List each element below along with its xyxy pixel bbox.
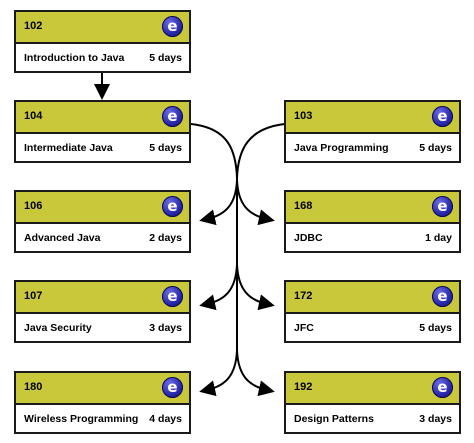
course-code: 103 [294,110,313,122]
course-card-103[interactable]: 103 e Java Programming 5 days [284,100,461,163]
course-header: 102 e [16,12,189,44]
e-logo-icon: e [162,16,183,37]
course-card-180[interactable]: 180 e Wireless Programming 4 days [14,371,191,434]
course-duration: 2 days [149,232,182,244]
course-card-192[interactable]: 192 e Design Patterns 3 days [284,371,461,434]
course-code: 168 [294,200,313,212]
curve-from-103 [236,123,286,179]
course-header: 103 e [286,102,459,134]
branch-to-180 [199,349,238,397]
course-card-102[interactable]: 102 e Introduction to Java 5 days [14,10,191,73]
e-logo-icon: e [162,286,183,307]
course-card-107[interactable]: 107 e Java Security 3 days [14,280,191,343]
course-duration: 5 days [149,52,182,64]
course-title: Java Security [24,322,92,334]
course-card-172[interactable]: 172 e JFC 5 days [284,280,461,343]
course-duration: 1 day [425,232,452,244]
course-title: Java Programming [294,142,389,154]
course-code: 107 [24,290,43,302]
e-logo-icon: e [432,196,453,217]
course-header: 107 e [16,282,189,314]
course-body: JDBC 1 day [286,224,459,253]
course-body: Intermediate Java 5 days [16,134,189,163]
course-header: 180 e [16,373,189,405]
e-logo-icon: e [432,286,453,307]
branch-to-192 [236,349,275,397]
course-card-106[interactable]: 106 e Advanced Java 2 days [14,190,191,253]
course-duration: 5 days [419,322,452,334]
branch-to-168 [236,179,275,226]
course-title: Wireless Programming [24,413,139,425]
branch-to-172 [236,263,275,311]
course-body: Wireless Programming 4 days [16,405,189,434]
course-header: 104 e [16,102,189,134]
course-duration: 5 days [419,142,452,154]
course-title: JFC [294,322,314,334]
course-card-168[interactable]: 168 e JDBC 1 day [284,190,461,253]
course-code: 180 [24,381,43,393]
course-code: 172 [294,290,313,302]
course-card-104[interactable]: 104 e Intermediate Java 5 days [14,100,191,163]
branch-to-106 [199,179,238,226]
course-title: Introduction to Java [24,52,125,64]
course-title: Advanced Java [24,232,101,244]
branch-to-107 [199,263,238,311]
course-code: 102 [24,20,43,32]
course-body: JFC 5 days [286,314,459,343]
course-title: JDBC [294,232,323,244]
course-header: 192 e [286,373,459,405]
course-code: 192 [294,381,313,393]
course-body: Java Security 3 days [16,314,189,343]
course-body: Advanced Java 2 days [16,224,189,253]
course-header: 172 e [286,282,459,314]
e-logo-icon: e [162,377,183,398]
course-duration: 3 days [419,413,452,425]
e-logo-icon: e [432,377,453,398]
course-header: 106 e [16,192,189,224]
course-body: Design Patterns 3 days [286,405,459,434]
course-body: Java Programming 5 days [286,134,459,163]
curve-from-104 [190,123,238,179]
course-code: 106 [24,200,43,212]
course-duration: 3 days [149,322,182,334]
e-logo-icon: e [432,106,453,127]
course-title: Design Patterns [294,413,374,425]
e-logo-icon: e [162,196,183,217]
course-duration: 5 days [149,142,182,154]
course-code: 104 [24,110,43,122]
e-logo-icon: e [162,106,183,127]
course-title: Intermediate Java [24,142,113,154]
course-duration: 4 days [149,413,182,425]
course-body: Introduction to Java 5 days [16,44,189,73]
course-header: 168 e [286,192,459,224]
